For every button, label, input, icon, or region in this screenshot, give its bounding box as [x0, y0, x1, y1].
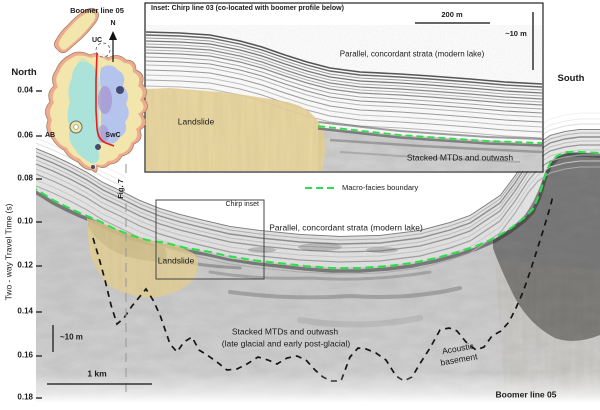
- inset-strata-label: Parallel, concordant strata (modern lake…: [339, 49, 485, 59]
- map-lake-graphic: [45, 7, 148, 173]
- north-label: North: [11, 66, 37, 78]
- main-landslide-region: [87, 218, 199, 298]
- axis-ticks: [36, 90, 42, 399]
- north-arrow-icon: [109, 31, 117, 62]
- inset-landslide-label: Landslide: [177, 116, 215, 127]
- inset-scale-200m-label: 200 m: [441, 9, 463, 19]
- main-mtd-label-line2: (late glacial and early post-glacial): [221, 338, 351, 349]
- tick-label: 0.14: [17, 306, 33, 316]
- uc-outline: [96, 43, 110, 57]
- map-label-uc: UC: [91, 37, 103, 45]
- survey-track-line: [95, 52, 115, 147]
- tick-label: 0.06: [17, 130, 33, 140]
- tick-label: 0.10: [17, 216, 33, 226]
- south-label: South: [557, 72, 585, 84]
- main-landslide-label: Landslide: [157, 255, 195, 266]
- chirp-inset-panel: [144, 2, 544, 173]
- fig7-label: Fig. 7: [115, 179, 125, 199]
- map-label-swc: SwC: [105, 132, 121, 140]
- inset-title: Inset: Chirp line 03 (co-located with bo…: [151, 5, 344, 12]
- axis-title: Two - way Travel Time (s): [3, 203, 14, 301]
- tick-label: 0.08: [17, 173, 33, 183]
- chirp-inset-box: [155, 199, 265, 280]
- inset-mtd-label: Stacked MTDs and outwash: [406, 152, 514, 163]
- tick-label: 0.12: [17, 260, 33, 270]
- main-scale-1km-label: 1 km: [87, 368, 107, 379]
- main-mtd-label-line1: Stacked MTDs and outwash: [231, 326, 339, 337]
- legend-macro-facies-label: Macro-facies boundary: [342, 182, 419, 192]
- boomer-line-label: Boomer line 05: [495, 389, 557, 400]
- main-scale-10m-label: ~10 m: [60, 332, 83, 342]
- tick-label: 0.18: [17, 392, 33, 402]
- map-title: Boomer line 05: [70, 5, 124, 15]
- map-label-ab: AB: [44, 132, 56, 140]
- main-strata-label: Parallel, concordant strata (modern lake…: [269, 222, 423, 233]
- inset-scale-10m-label: ~10 m: [505, 28, 527, 38]
- acoustic-basement-line: [92, 195, 554, 382]
- map-north-letter: N: [110, 20, 116, 28]
- tick-label: 0.04: [17, 85, 33, 95]
- inset-landslide-region: [146, 88, 326, 171]
- chirp-inset-box-label: Chirp inset: [225, 201, 259, 209]
- tick-label: 0.16: [17, 350, 33, 360]
